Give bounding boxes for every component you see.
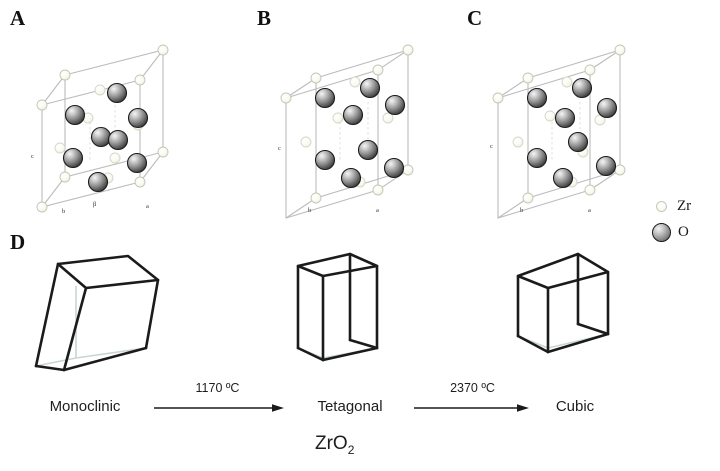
svg-text:c: c <box>31 153 34 160</box>
legend-item-zr: Zr <box>656 198 691 215</box>
panel-c-cubic-cell: c b a <box>478 30 668 219</box>
zirconium-marker-icon <box>656 201 667 212</box>
svg-text:b: b <box>62 208 65 215</box>
panel-label-b: B <box>257 6 272 30</box>
svg-text:b: b <box>520 207 523 214</box>
legend-label-o: O <box>678 224 689 240</box>
panel-b-tetragonal-cell: c b a <box>268 30 458 219</box>
monoclinic-cell-svg <box>34 254 160 372</box>
transition-temperature-2: 2370 ºC <box>450 381 495 395</box>
phase-label-monoclinic: Monoclinic <box>49 398 121 415</box>
svg-text:c: c <box>278 145 281 152</box>
legend-item-o: O <box>652 223 689 242</box>
transition-arrow-2 <box>412 400 532 416</box>
panel-label-a: A <box>10 6 26 30</box>
phase-label-tetragonal: Tetagonal <box>317 398 383 415</box>
legend: Zr O <box>652 198 718 256</box>
arrow-1-icon <box>154 404 284 412</box>
panel-a-monoclinic-cell: c b β a <box>20 30 220 215</box>
unit-cell-c-svg: c b a <box>490 44 626 219</box>
panel-label-c: C <box>467 6 483 30</box>
oxygen-marker-icon <box>652 223 671 242</box>
arrow-2-icon <box>414 404 529 412</box>
panel-label-d: D <box>10 230 26 254</box>
formula-subscript: 2 <box>347 442 355 457</box>
legend-label-zr: Zr <box>677 198 692 214</box>
svg-text:a: a <box>588 207 591 214</box>
svg-text:β: β <box>93 201 97 208</box>
transition-temperature-1: 1170 ºC <box>195 381 240 395</box>
svg-text:c: c <box>490 143 493 150</box>
unit-cell-b-svg: c b a <box>278 44 414 219</box>
formula-base: ZrO <box>315 433 348 454</box>
phase-cell-cubic <box>512 248 637 373</box>
svg-text:b: b <box>308 207 311 214</box>
svg-text:a: a <box>146 203 149 210</box>
phase-cell-tetragonal <box>292 248 402 373</box>
svg-text:a: a <box>376 207 379 214</box>
phase-label-cubic: Cubic <box>555 398 595 415</box>
compound-formula: ZrO2 <box>315 433 354 457</box>
transition-arrow-1 <box>152 400 287 416</box>
tetragonal-cell-svg <box>296 252 379 362</box>
unit-cell-a-svg: c b β a <box>31 44 169 215</box>
cubic-cell-svg <box>516 252 610 354</box>
phase-cell-monoclinic <box>28 248 188 373</box>
